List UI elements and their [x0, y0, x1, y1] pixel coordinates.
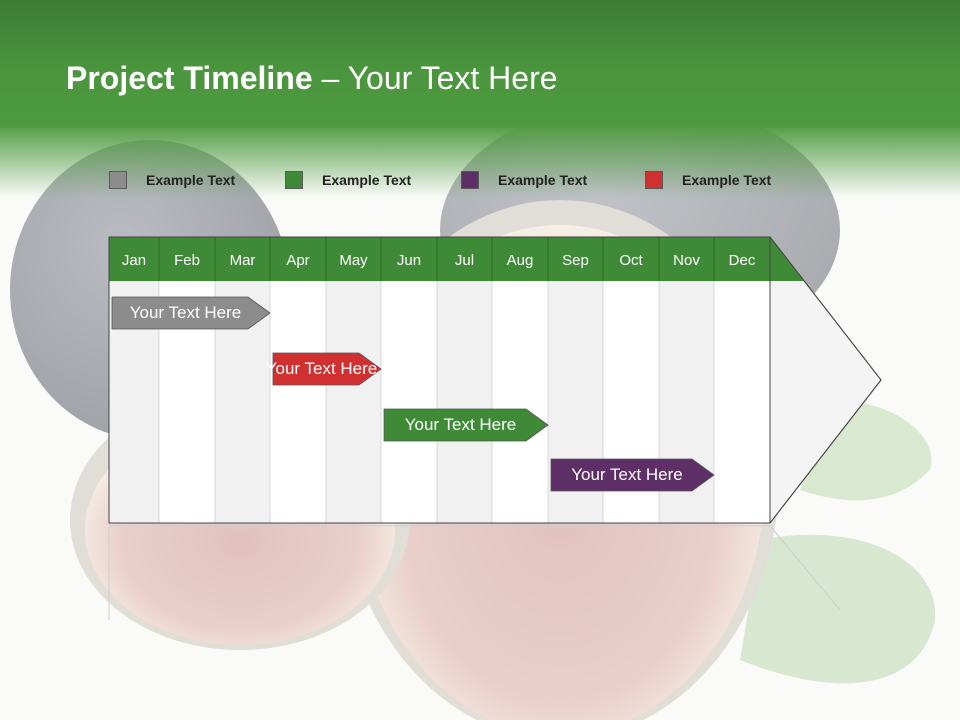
legend-swatch [109, 171, 127, 189]
legend-swatch [285, 171, 303, 189]
task-label: Your Text Here [405, 415, 517, 434]
task-bar [272, 352, 382, 386]
month-column [269, 280, 327, 524]
month-label: Aug [507, 252, 534, 269]
month-header-row [109, 237, 805, 281]
legend-label: Example Text [322, 172, 412, 188]
month-column [436, 280, 493, 524]
month-label: Dec [729, 252, 756, 269]
title-bold: Project Timeline [66, 60, 313, 96]
month-label: Nov [673, 252, 700, 269]
timeline-arrow-outline [108, 236, 882, 524]
task-label: Your Text Here [130, 303, 242, 322]
month-label: Mar [230, 252, 256, 269]
month-label: Sep [562, 252, 589, 269]
month-column [325, 280, 382, 524]
month-label: Apr [286, 252, 309, 269]
month-label: Jan [122, 252, 146, 269]
legend-label: Example Text [682, 172, 772, 188]
legend-swatch [645, 171, 663, 189]
month-label: Jun [397, 252, 421, 269]
legend-label: Example Text [146, 172, 236, 188]
reflection-line [769, 525, 841, 611]
month-column [380, 280, 438, 524]
legend-swatch [461, 171, 479, 189]
month-column [491, 280, 549, 524]
slide-title: Project Timeline – Your Text Here [66, 60, 558, 97]
title-rest: – Your Text Here [312, 60, 558, 96]
task-bar [383, 408, 549, 442]
month-label: Oct [619, 252, 643, 269]
task-label: Your Text Here [266, 359, 378, 378]
header-fade [0, 128, 960, 198]
task-label: Your Text Here [571, 465, 683, 484]
task-bar [550, 458, 715, 492]
month-label: Feb [174, 252, 200, 269]
month-label: Jul [455, 252, 474, 269]
legend-label: Example Text [498, 172, 588, 188]
task-bar [111, 296, 271, 330]
month-label: May [339, 252, 368, 269]
header-band [0, 0, 960, 128]
month-column [713, 280, 771, 524]
